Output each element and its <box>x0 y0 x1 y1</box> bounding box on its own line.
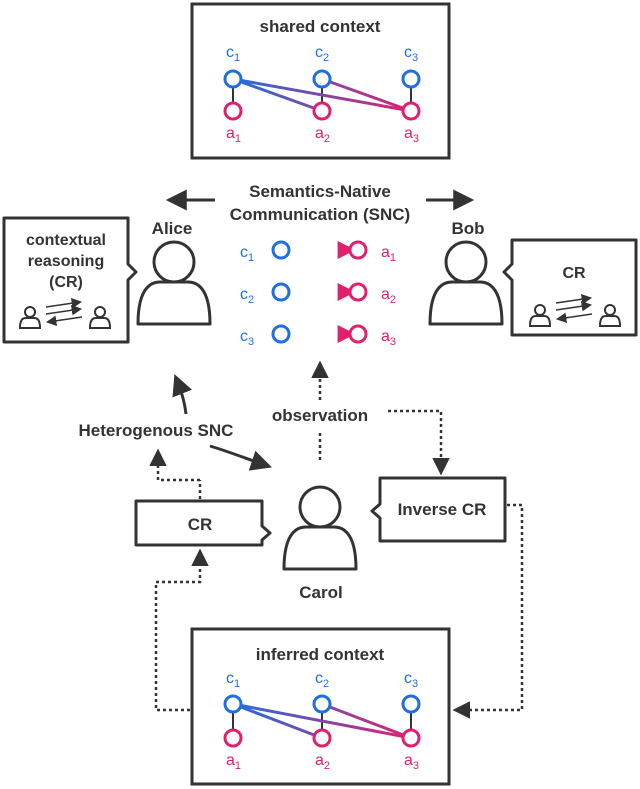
inferred-context-graph: c1 c2 c3 a1 a2 a3 <box>223 670 421 772</box>
svg-text:CR: CR <box>188 515 213 534</box>
alice-cr-bubble: contextual reasoning (CR) <box>2 216 138 344</box>
person-icon <box>136 240 212 326</box>
svg-text:Semantics-Native: Semantics-Native <box>249 182 391 201</box>
svg-text:a1: a1 <box>381 244 396 264</box>
svg-text:c3: c3 <box>404 44 418 64</box>
svg-text:Bob: Bob <box>451 219 484 238</box>
svg-text:c1: c1 <box>240 244 254 264</box>
svg-text:reasoning: reasoning <box>28 253 104 270</box>
carol: Carol <box>282 485 358 602</box>
svg-text:Communication (SNC): Communication (SNC) <box>230 205 410 224</box>
inverse-cr-bubble: Inverse CR <box>370 476 507 543</box>
svg-text:a2: a2 <box>315 752 330 772</box>
heterogenous-snc: Heterogenous SNC <box>79 374 272 471</box>
svg-text:c2: c2 <box>315 670 329 690</box>
observation: observation <box>272 360 450 476</box>
svg-text:c3: c3 <box>404 670 418 690</box>
svg-text:CR: CR <box>562 265 586 282</box>
bob: Bob <box>428 219 504 326</box>
svg-text:Heterogenous SNC: Heterogenous SNC <box>79 421 234 440</box>
svg-text:observation: observation <box>272 406 368 425</box>
svg-text:a3: a3 <box>381 328 396 348</box>
svg-text:c1: c1 <box>226 44 240 64</box>
svg-text:c2: c2 <box>240 286 254 306</box>
shared-context-graph: c1 c2 c3 a1 a2 a3 <box>223 44 421 145</box>
snc-mapping: c1 c2 c3 a1 a2 a3 <box>240 240 396 348</box>
svg-text:a2: a2 <box>381 286 396 306</box>
svg-text:Carol: Carol <box>299 583 342 602</box>
svg-text:c3: c3 <box>240 328 254 348</box>
speech-bubble-icon <box>370 476 507 543</box>
svg-text:c1: c1 <box>226 670 240 690</box>
person-icon <box>428 240 504 326</box>
svg-text:a3: a3 <box>404 752 419 772</box>
dotted-arrow <box>452 503 524 719</box>
carol-cr-bubble: CR <box>134 448 272 547</box>
svg-text:a3: a3 <box>404 125 419 145</box>
svg-text:contextual: contextual <box>26 232 106 249</box>
dotted-arrow <box>154 548 209 712</box>
bob-cr-bubble: CR <box>502 238 638 337</box>
speech-bubble-icon <box>134 499 272 547</box>
svg-text:Inverse CR: Inverse CR <box>398 500 487 519</box>
inferred-context-title: inferred context <box>256 645 385 664</box>
svg-text:(CR): (CR) <box>49 274 83 291</box>
snc-title: Semantics-Native Communication (SNC) <box>165 182 475 224</box>
shared-context-title: shared context <box>260 17 381 36</box>
shared-context-panel: shared context c1 c2 c3 a1 a2 a3 <box>190 2 451 160</box>
svg-text:Alice: Alice <box>152 219 193 238</box>
alice: Alice <box>136 219 212 326</box>
person-icon <box>282 485 358 571</box>
svg-text:c2: c2 <box>315 44 329 64</box>
svg-text:a1: a1 <box>226 752 241 772</box>
svg-text:a1: a1 <box>226 125 241 145</box>
svg-text:a2: a2 <box>315 125 330 145</box>
inferred-context-panel: inferred context c1 c2 c3 a1 a2 a3 <box>190 627 451 786</box>
